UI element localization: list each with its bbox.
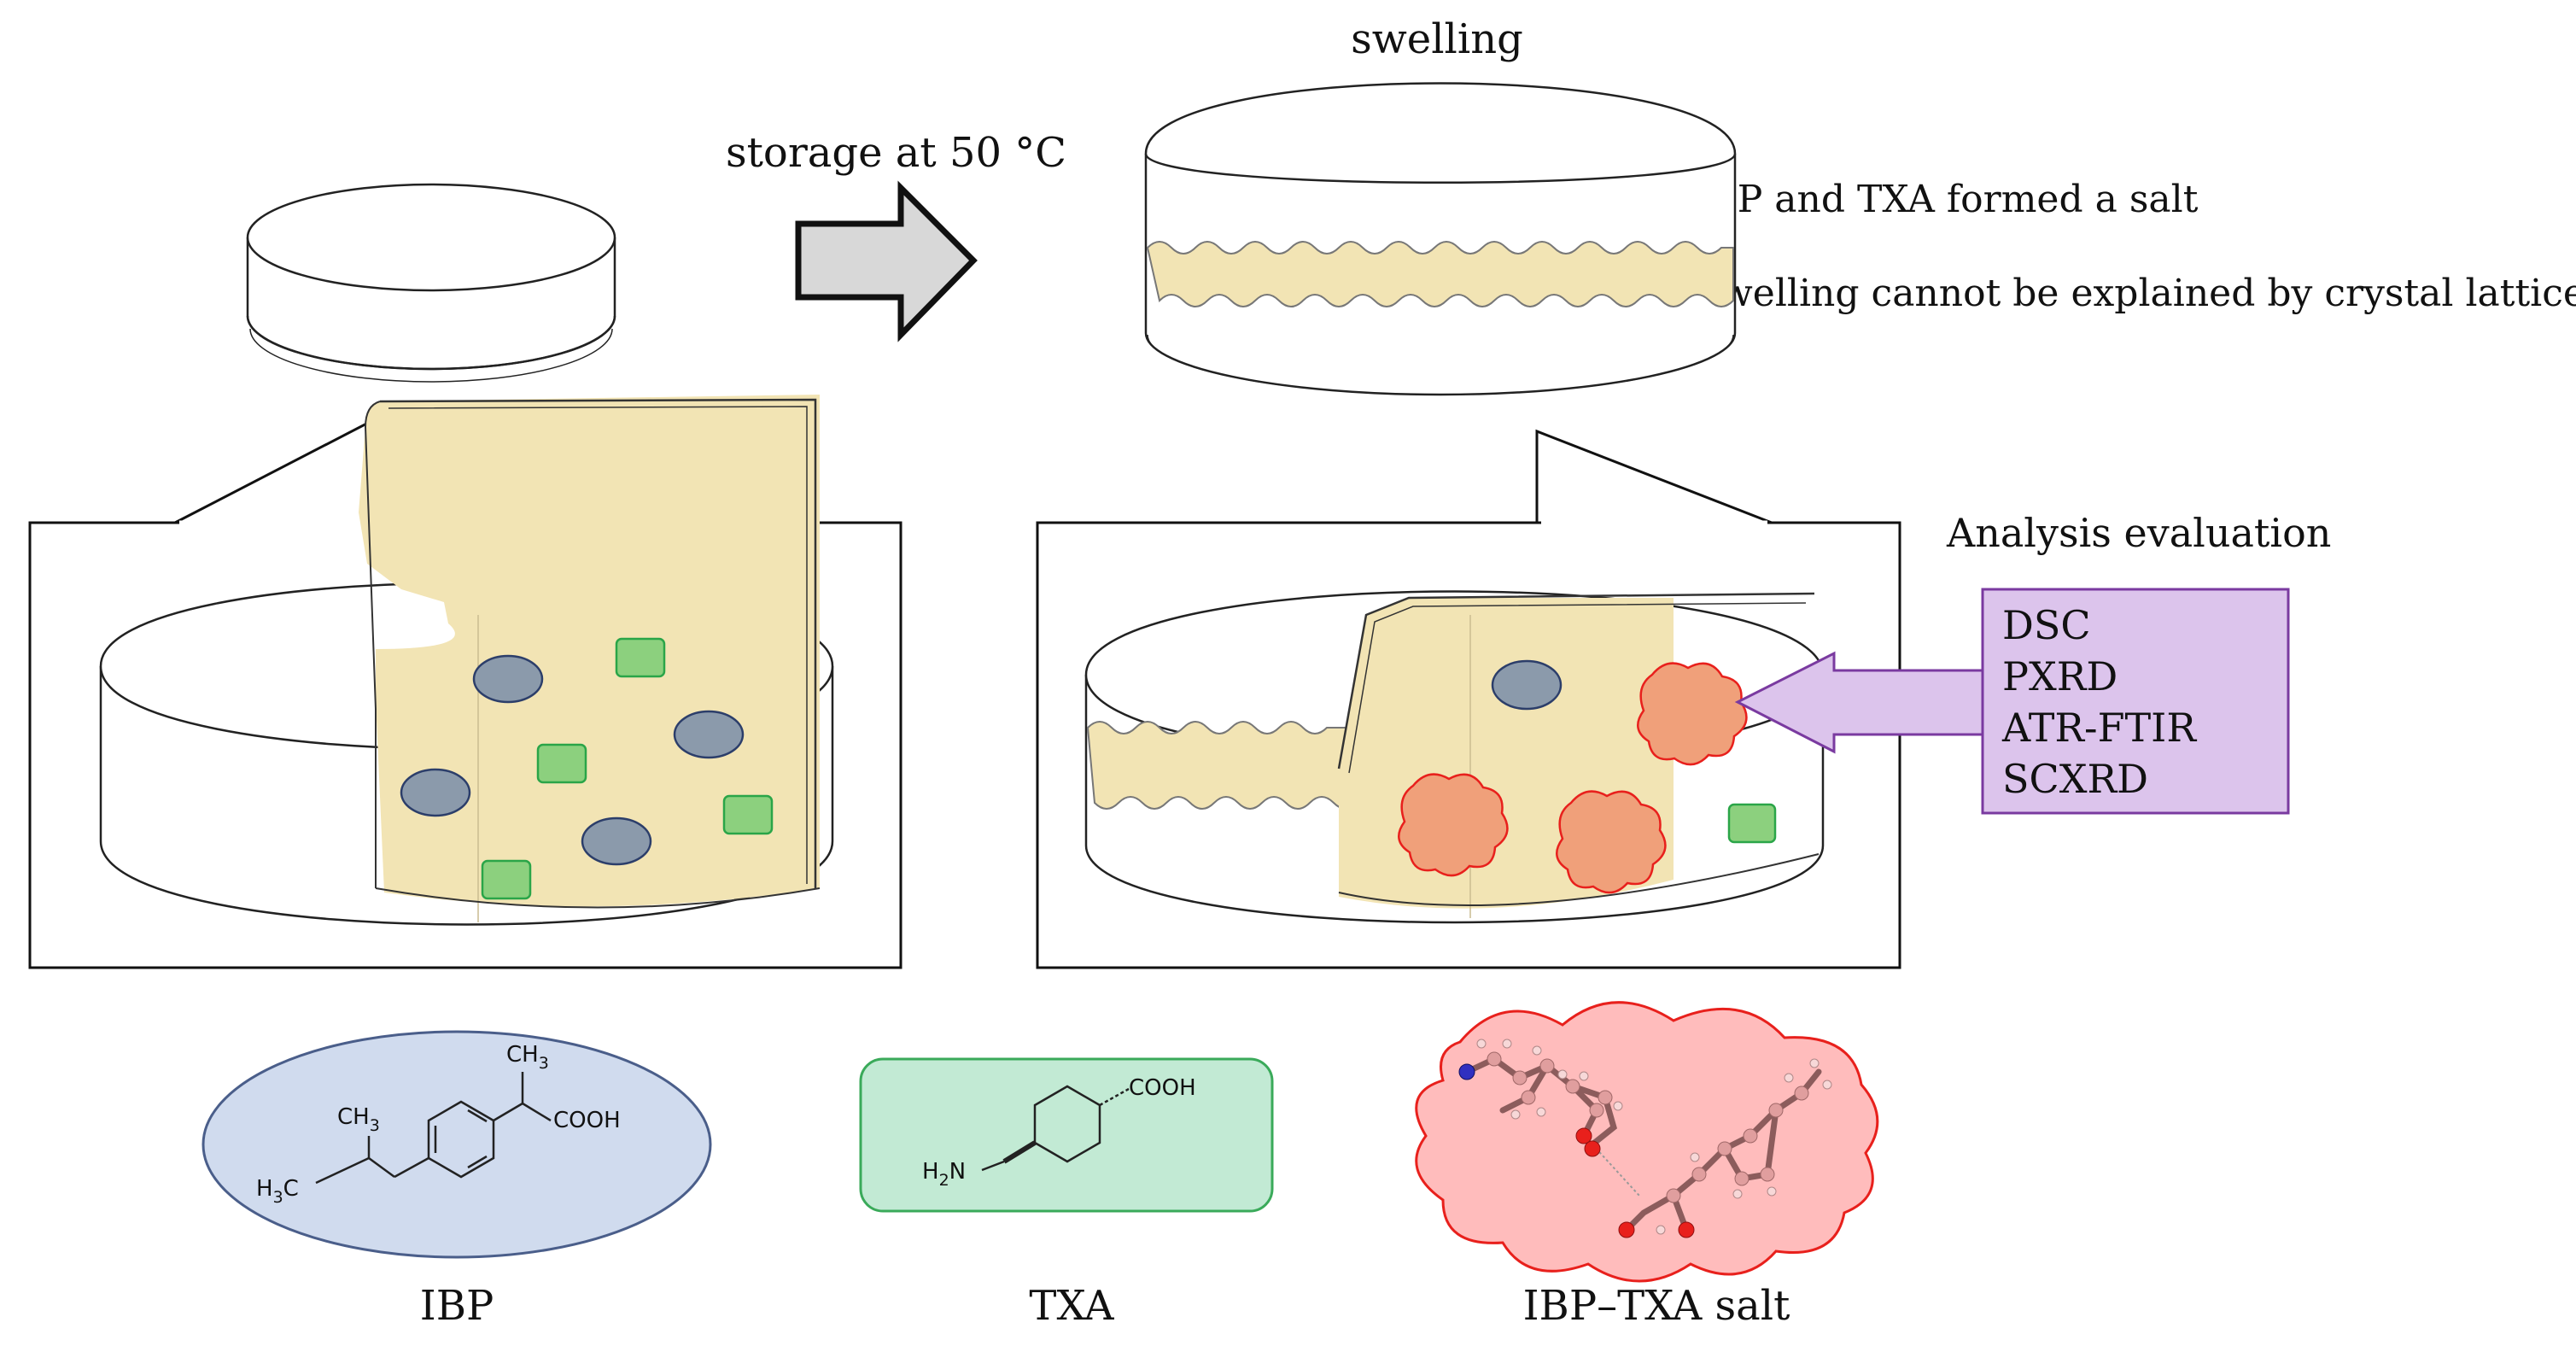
analysis-method-atr-ftir: ATR-FTIR: [2001, 705, 2197, 751]
storage-label: storage at 50 °C: [726, 129, 1066, 177]
ibp-label: IBP: [420, 1282, 494, 1330]
analysis-method-dsc: DSC: [2002, 602, 2091, 648]
analysis-arrow: [1734, 651, 1984, 754]
callout-after: [1036, 429, 1901, 969]
svg-text:CH3: CH3: [337, 1104, 380, 1135]
ibp-particle: [1491, 659, 1563, 711]
txa-h2n-sub: 2: [939, 1171, 949, 1190]
swelling-band: [1146, 241, 1734, 307]
ibp-h3c-c: C: [283, 1176, 299, 1202]
tablet-before: [246, 183, 616, 383]
txa-structure: COOH H2N: [859, 1057, 1274, 1213]
tablet-after: [1144, 82, 1737, 396]
txa-h2n-h: H: [922, 1159, 939, 1185]
lattice-size-note: Swelling cannot be explained by crystal …: [1695, 272, 2576, 315]
ibp-ch3-mid-sub: 3: [370, 1116, 380, 1135]
swelling-band-side: [1086, 721, 1358, 810]
txa-cooh: COOH: [1129, 1075, 1196, 1101]
analysis-method-pxrd: PXRD: [2002, 653, 2117, 699]
svg-text:CH3: CH3: [506, 1042, 549, 1073]
txa-particle: [1727, 803, 1777, 844]
analysis-method-scxrd: SCXRD: [2002, 756, 2148, 802]
txa-label: TXA: [1029, 1282, 1114, 1330]
ibp-particles: [400, 654, 745, 866]
analysis-box: DSC PXRD ATR-FTIR SCXRD: [1981, 588, 2290, 815]
ibp-ch3-mid-c: CH: [337, 1104, 370, 1130]
ibp-cooh: COOH: [553, 1108, 621, 1133]
txa-h2n-n: N: [949, 1159, 966, 1185]
ibp-structure: CH3 COOH CH3 H3C: [202, 1030, 712, 1259]
svg-text:H2N: H2N: [922, 1159, 966, 1190]
callout-before: [28, 395, 902, 969]
ibp-h3c-h: H: [256, 1176, 273, 1202]
ibp-h3c-sub: 3: [273, 1188, 283, 1207]
swelling-label: swelling: [1351, 15, 1523, 63]
salt-formation-note: IBP and TXA formed a salt: [1695, 178, 2199, 221]
salt-structure: [1415, 1001, 1879, 1283]
analysis-title: Analysis evaluation: [1946, 510, 2331, 556]
ibp-ch3-top-c: CH: [506, 1042, 539, 1068]
salt-particles: [1398, 662, 1748, 894]
salt-label: IBP–TXA salt: [1523, 1282, 1790, 1330]
svg-text:H3C: H3C: [256, 1176, 299, 1207]
txa-particles: [481, 637, 774, 900]
storage-arrow: [795, 180, 978, 342]
ibp-ch3-top-sub: 3: [539, 1054, 549, 1073]
